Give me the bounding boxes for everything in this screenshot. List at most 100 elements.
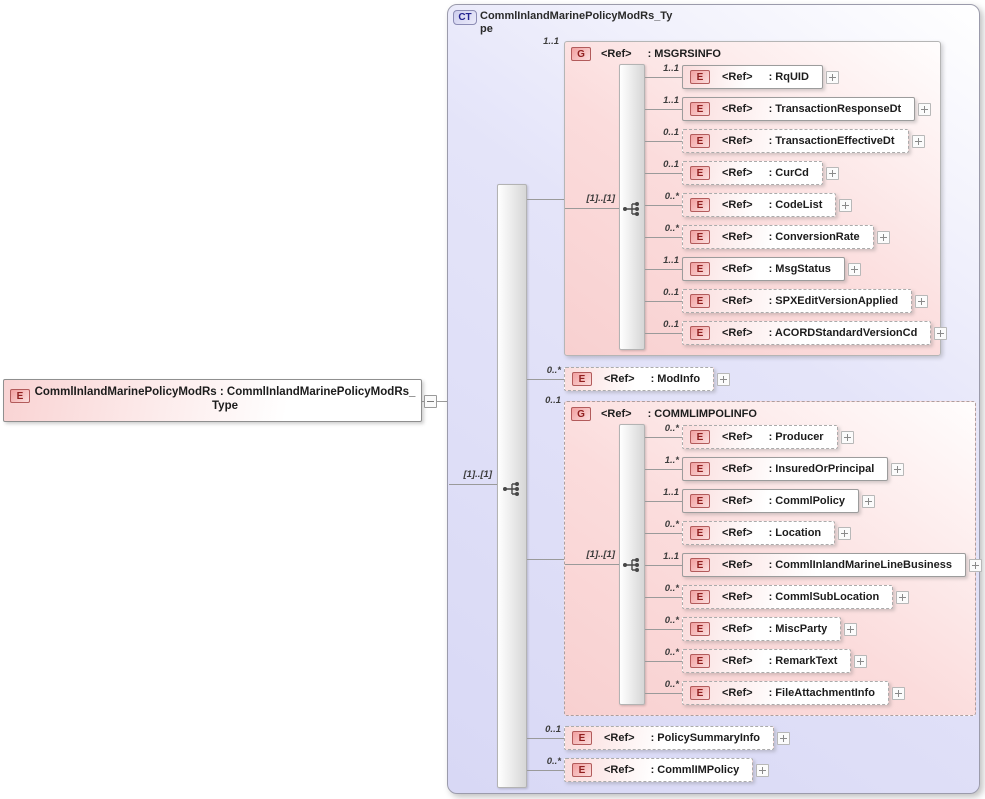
expand-icon[interactable] (756, 763, 770, 777)
element-box-miscparty[interactable]: E <Ref> : MiscParty (682, 617, 842, 641)
element-badge: E (690, 686, 710, 700)
element-name: : RemarkText (768, 655, 838, 667)
expand-icon[interactable] (825, 166, 839, 180)
expand-icon[interactable] (934, 326, 948, 340)
ref-label: <Ref> (722, 199, 753, 211)
occurs-label: 0..1 (545, 395, 561, 406)
root-element-label: CommlInlandMarinePolicyModRs : CommlInla… (34, 386, 416, 412)
element-box-commlpolicy[interactable]: E <Ref> : CommlPolicy (682, 489, 859, 513)
expand-icon[interactable] (854, 654, 868, 668)
complex-type-badge: CT (453, 10, 477, 25)
ref-label: <Ref> (722, 231, 753, 243)
element-badge: E (690, 430, 710, 444)
element-row-acordstandardversioncd: 0..1 E <Ref> : ACORDStandardVersionCd (645, 319, 948, 345)
element-name: : MiscParty (768, 623, 828, 635)
element-row-policysummaryinfo: 0..1 E <Ref> : PolicySummaryInfo (527, 724, 790, 750)
occurs-label: 0..1 (663, 319, 679, 330)
expand-icon[interactable] (839, 198, 853, 212)
element-box-location[interactable]: E <Ref> : Location (682, 521, 836, 545)
expand-icon[interactable] (844, 622, 858, 636)
element-box-commlinlandmarinelinebusiness[interactable]: E <Ref> : CommlInlandMarineLineBusiness (682, 553, 966, 577)
expand-icon[interactable] (717, 372, 731, 386)
element-box-commlimpolicy[interactable]: E <Ref> : CommlIMPolicy (564, 758, 754, 782)
expand-icon[interactable] (840, 430, 854, 444)
element-box-rquid[interactable]: E <Ref> : RqUID (682, 65, 823, 89)
element-row-curcd: 0..1 E <Ref> : CurCd (645, 159, 839, 185)
expand-icon[interactable] (838, 526, 852, 540)
occurs-label: 1..1 (663, 63, 679, 74)
ref-label: <Ref> (722, 295, 753, 307)
element-row-conversionrate: 0..* E <Ref> : ConversionRate (645, 223, 890, 249)
element-name: : FileAttachmentInfo (768, 687, 875, 699)
ref-label: <Ref> (722, 527, 753, 539)
element-name: : ModInfo (650, 373, 701, 385)
complex-type-title: CommlInlandMarinePolicyModRs_Type (480, 10, 673, 35)
root-element-box[interactable]: E CommlInlandMarinePolicyModRs : CommlIn… (3, 379, 422, 422)
element-box-acordstandardversioncd[interactable]: E <Ref> : ACORDStandardVersionCd (682, 321, 932, 345)
element-box-modinfo[interactable]: E <Ref> : ModInfo (564, 367, 715, 391)
expand-icon[interactable] (876, 230, 890, 244)
element-box-msgstatus[interactable]: E <Ref> : MsgStatus (682, 257, 845, 281)
expand-icon[interactable] (847, 262, 861, 276)
group-box-msgrsinfo[interactable]: G <Ref> : MSGRSINFO [1]..[1] 1..1 E <Ref… (564, 41, 948, 356)
element-badge: E (690, 70, 710, 84)
occurs-label: 1..* (664, 455, 679, 466)
element-box-codelist[interactable]: E <Ref> : CodeList (682, 193, 837, 217)
element-box-commlsublocation[interactable]: E <Ref> : CommlSubLocation (682, 585, 894, 609)
connector-line (645, 532, 682, 534)
sequence-occurs-label: [1]..[1] (586, 193, 616, 204)
collapse-toggle[interactable] (424, 395, 437, 408)
ref-label: <Ref> (722, 431, 753, 443)
occurs-label: 0..* (546, 756, 561, 767)
occurs-label: 1..1 (543, 36, 559, 47)
element-box-spxeditversionapplied[interactable]: E <Ref> : SPXEditVersionApplied (682, 289, 913, 313)
expand-icon[interactable] (891, 686, 905, 700)
expand-icon[interactable] (891, 462, 905, 476)
group-name: : MSGRSINFO (647, 48, 721, 60)
element-name: : InsuredOrPrincipal (768, 463, 875, 475)
element-row-commlinlandmarinelinebusiness: 1..1 E <Ref> : CommlInlandMarineLineBusi… (645, 551, 982, 577)
connector-line (645, 564, 682, 566)
element-name: : RqUID (768, 71, 809, 83)
element-box-curcd[interactable]: E <Ref> : CurCd (682, 161, 823, 185)
group-box-commlimpolinfo[interactable]: G <Ref> : COMMLIMPOLINFO [1]..[1] 0..* E… (564, 401, 982, 716)
element-box-transactionresponsedt[interactable]: E <Ref> : TransactionResponseDt (682, 97, 916, 121)
expand-icon[interactable] (915, 294, 929, 308)
element-row-fileattachmentinfo: 0..* E <Ref> : FileAttachmentInfo (645, 679, 905, 705)
expand-icon[interactable] (968, 558, 982, 572)
element-badge: E (690, 558, 710, 572)
element-box-insuredorprincipal[interactable]: E <Ref> : InsuredOrPrincipal (682, 457, 889, 481)
connector-line (645, 300, 682, 302)
element-name: : CurCd (768, 167, 809, 179)
occurs-label: 0..* (664, 223, 679, 234)
expand-icon[interactable] (896, 590, 910, 604)
connector-line (645, 76, 682, 78)
element-box-conversionrate[interactable]: E <Ref> : ConversionRate (682, 225, 874, 249)
connector-line (527, 769, 564, 771)
expand-icon[interactable] (911, 134, 925, 148)
element-box-transactioneffectivedt[interactable]: E <Ref> : TransactionEffectiveDt (682, 129, 909, 153)
group-badge: G (571, 47, 591, 61)
expand-icon[interactable] (861, 494, 875, 508)
element-box-policysummaryinfo[interactable]: E <Ref> : PolicySummaryInfo (564, 726, 774, 750)
element-row-codelist: 0..* E <Ref> : CodeList (645, 191, 853, 217)
element-row-msgstatus: 1..1 E <Ref> : MsgStatus (645, 255, 861, 281)
occurs-label: 0..1 (663, 159, 679, 170)
element-badge: E (690, 294, 710, 308)
element-name: : CodeList (768, 199, 823, 211)
element-name: : TransactionResponseDt (768, 103, 902, 115)
element-box-producer[interactable]: E <Ref> : Producer (682, 425, 838, 449)
element-box-remarktext[interactable]: E <Ref> : RemarkText (682, 649, 852, 673)
element-box-fileattachmentinfo[interactable]: E <Ref> : FileAttachmentInfo (682, 681, 889, 705)
occurs-label: 0..* (664, 519, 679, 530)
element-name: : Location (768, 527, 822, 539)
sequence-occurs-label: [1]..[1] (586, 549, 616, 560)
element-name: : TransactionEffectiveDt (768, 135, 895, 147)
occurs-label: 0..* (664, 423, 679, 434)
expand-icon[interactable] (777, 731, 790, 745)
ref-label: <Ref> (604, 373, 635, 385)
complex-type-container[interactable]: CT CommlInlandMarinePolicyModRs_Type [1]… (447, 4, 982, 794)
expand-icon[interactable] (918, 102, 932, 116)
expand-icon[interactable] (825, 70, 839, 84)
connector-line (645, 628, 682, 630)
